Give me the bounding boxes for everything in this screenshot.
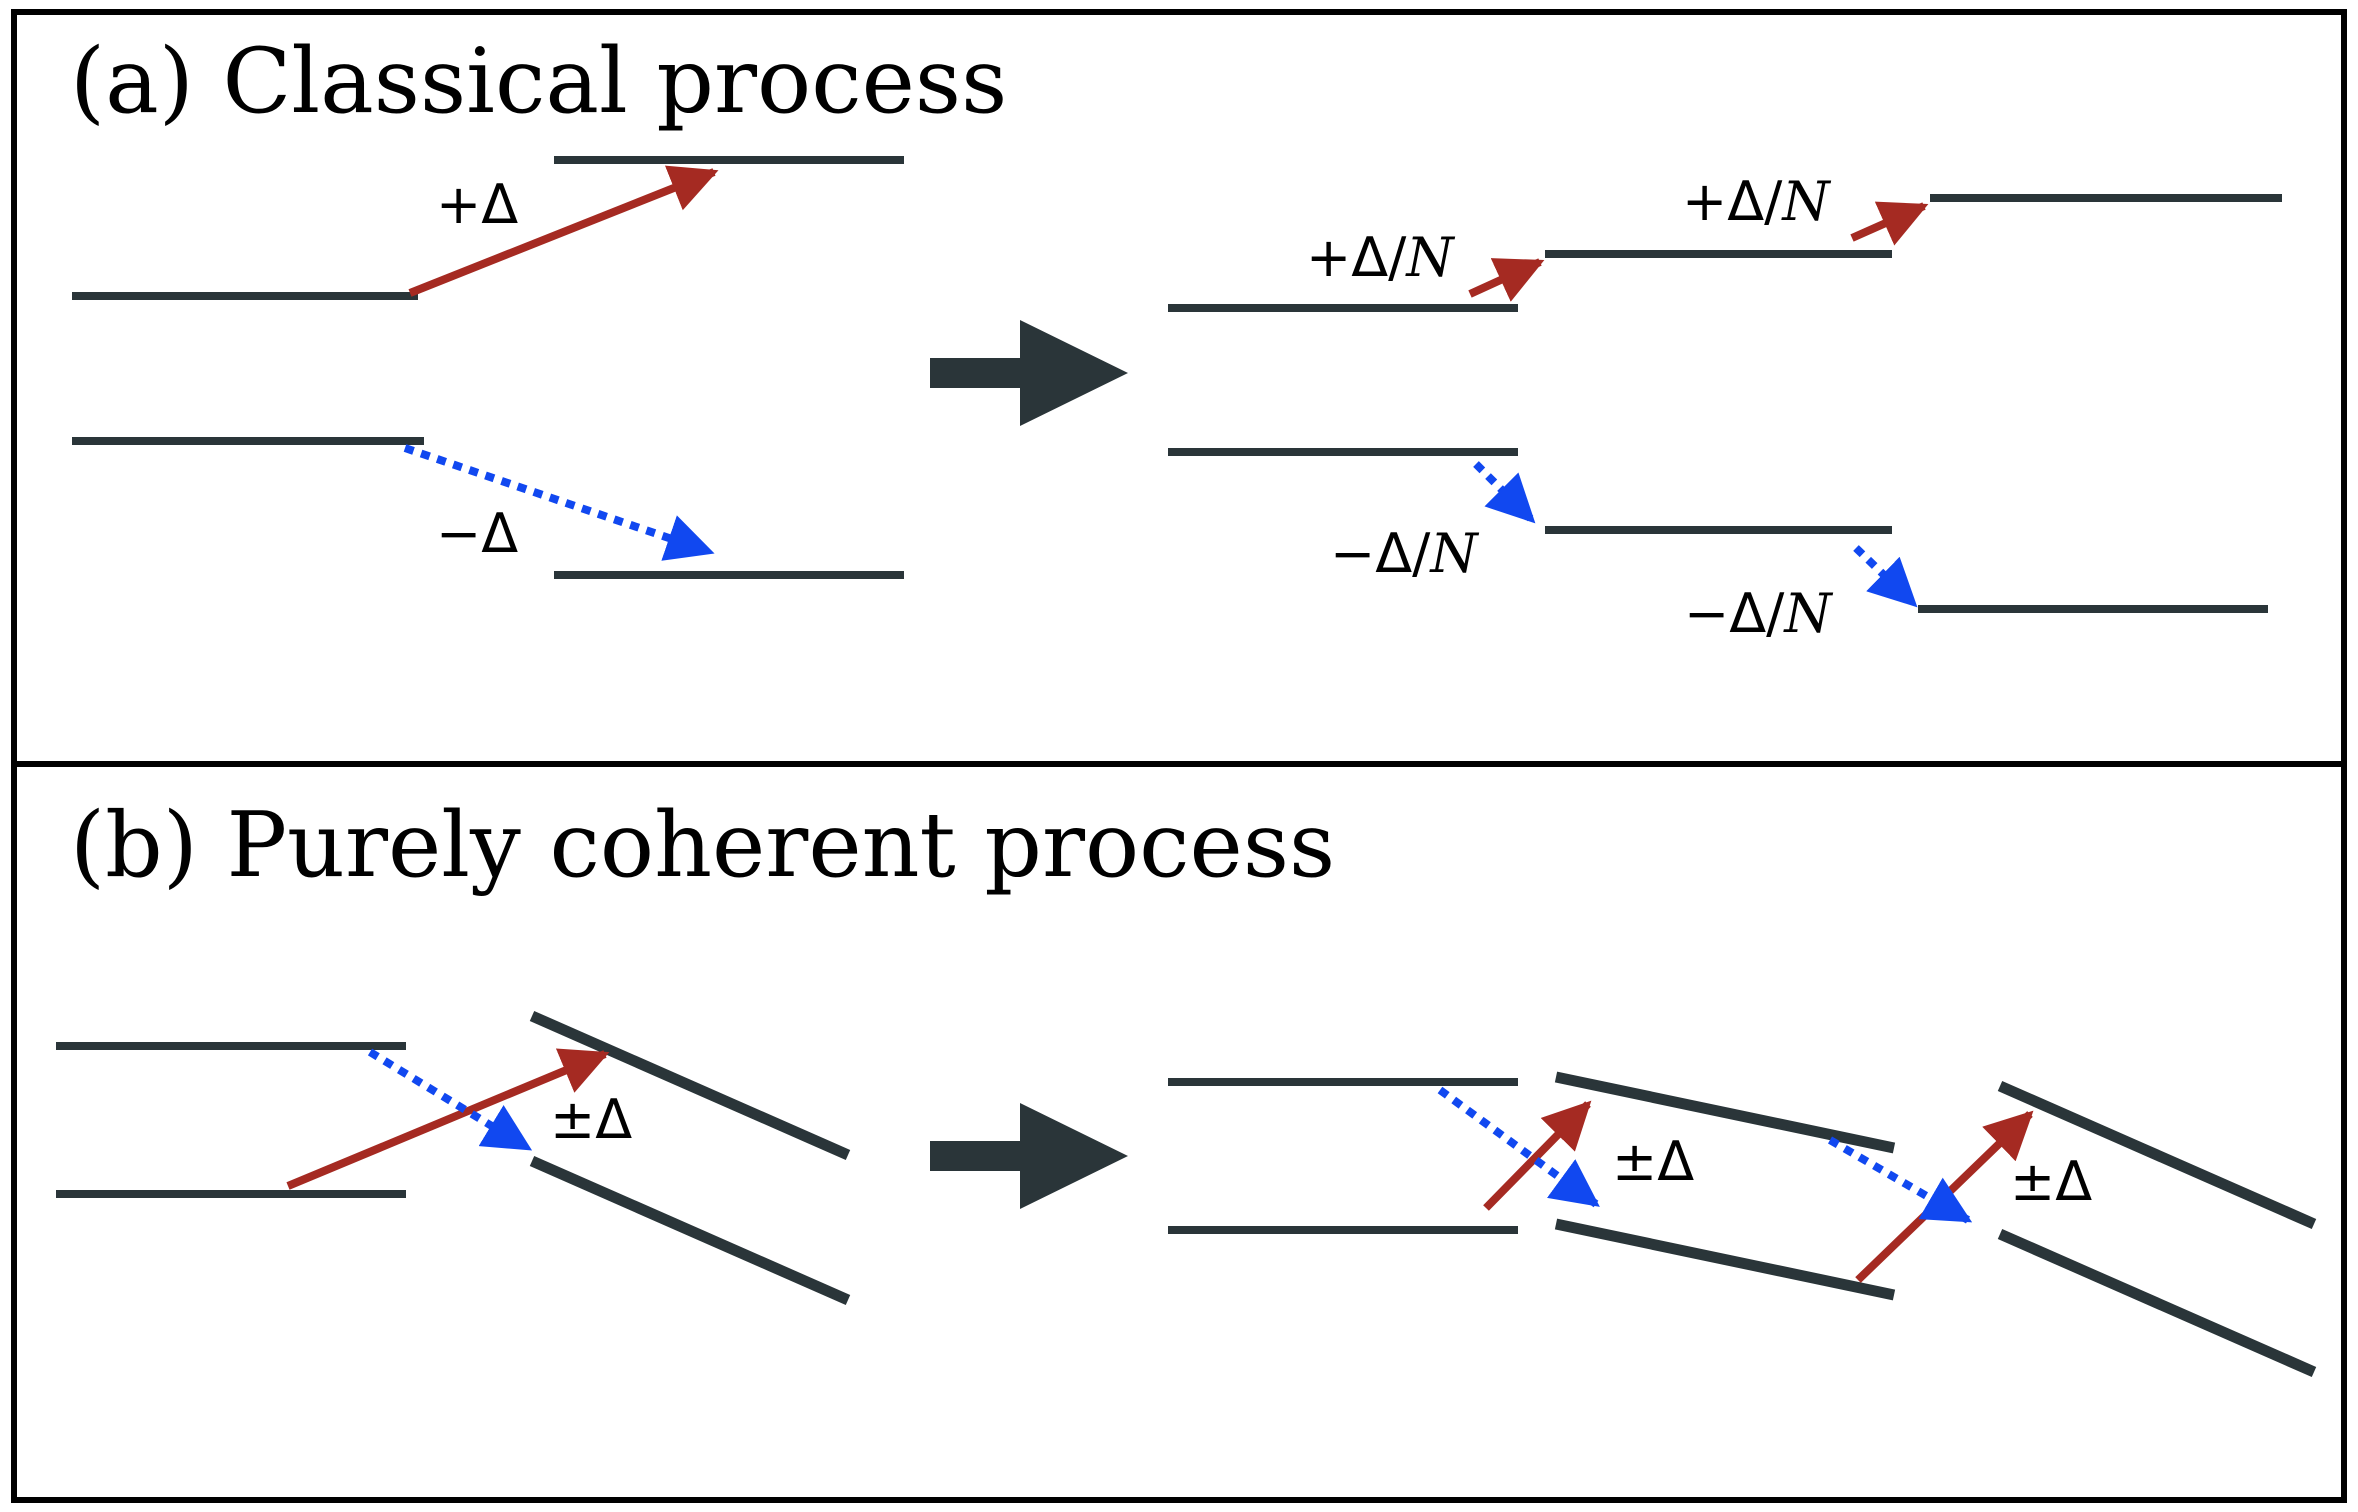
panel-a-title: (a) Classical process bbox=[70, 29, 1007, 134]
label-minus-delta-over-n-1: −Δ/N bbox=[1330, 522, 1479, 585]
label-minus-delta: −Δ bbox=[436, 502, 518, 565]
energy-increase-arrow bbox=[408, 165, 719, 297]
label-plus-delta-over-n-2: +Δ/N bbox=[1682, 170, 1831, 233]
coherent-down-arrow bbox=[367, 1048, 533, 1152]
coherent-step-up-arrow-1 bbox=[1483, 1100, 1592, 1211]
coherent-lower-level-tilted bbox=[529, 1155, 851, 1306]
transform-arrow-b bbox=[930, 1103, 1128, 1209]
step-increase-arrow-2 bbox=[1850, 201, 1929, 246]
label-plus-delta-over-n-1: +Δ/N bbox=[1306, 226, 1455, 289]
energy-decrease-arrow bbox=[403, 444, 715, 561]
step-decrease-arrow-2 bbox=[1853, 545, 1918, 608]
label-minus-delta-over-n-2: −Δ/N bbox=[1684, 582, 1833, 645]
panel-b-title: (b) Purely coherent process bbox=[70, 793, 1335, 898]
coherent-step-up-arrow-2 bbox=[1855, 1110, 2034, 1283]
label-plus-minus-delta-right-2: ±Δ bbox=[2010, 1150, 2092, 1213]
label-plus-minus-delta-right-1: ±Δ bbox=[1612, 1130, 1694, 1193]
coherent-upper-level-step-1 bbox=[1554, 1071, 1896, 1154]
coherent-upper-level-step-2 bbox=[1997, 1080, 2317, 1230]
panel-b-frame bbox=[11, 761, 2347, 1503]
coherent-step-down-arrow-2 bbox=[1827, 1136, 1973, 1224]
transform-arrow-a bbox=[930, 320, 1128, 426]
step-decrease-arrow-1 bbox=[1473, 461, 1536, 524]
step-increase-arrow-1 bbox=[1468, 258, 1545, 302]
coherent-lower-level-step-2 bbox=[1997, 1228, 2317, 1378]
coherent-upper-level-tilted bbox=[529, 1010, 851, 1161]
coherent-step-down-arrow-1 bbox=[1437, 1086, 1600, 1208]
panel-a: (a) Classical process +Δ −Δ +Δ/N +Δ/N −Δ… bbox=[11, 9, 2347, 767]
panel-b: (b) Purely coherent process ±Δ ±Δ ±Δ bbox=[11, 761, 2347, 1503]
coherent-lower-level-step-1 bbox=[1554, 1218, 1896, 1301]
label-plus-delta: +Δ bbox=[436, 173, 518, 236]
coherent-up-arrow bbox=[286, 1048, 610, 1190]
label-plus-minus-delta-left: ±Δ bbox=[550, 1088, 632, 1151]
